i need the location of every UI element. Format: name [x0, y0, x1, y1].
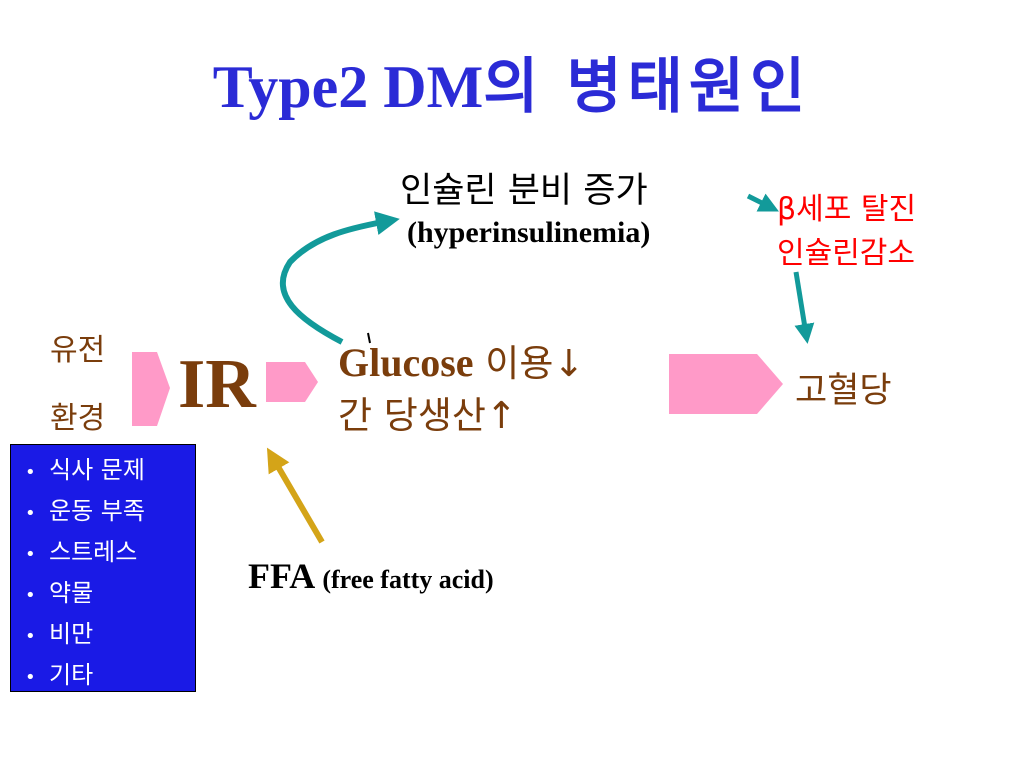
- genetic-label: 유전: [50, 333, 106, 368]
- liver-production-label: 간 당생산↑: [338, 394, 517, 437]
- environment-label: 환경: [50, 401, 106, 436]
- hyperglycemia-label: 고혈당: [795, 371, 892, 411]
- pink-arrow-glucose-to-outcome: [669, 354, 783, 414]
- hyperinsulinemia-label: (hyperinsulinemia): [407, 216, 651, 249]
- glucose-usage-label: Glucose 이용↓: [338, 333, 584, 387]
- environment-factors-box: •식사 문제 •운동 부족 •스트레스 •약물 •비만 •기타: [10, 444, 196, 692]
- pink-arrow-factors-to-ir: [132, 352, 170, 426]
- beta-cell-line2: 인슐린감소: [777, 236, 915, 271]
- insulin-secretion-label: 인슐린 분비 증가: [400, 171, 648, 211]
- list-item: •식사 문제: [25, 456, 145, 484]
- title-part1: Type2 DM의: [212, 54, 539, 120]
- glucose-usage: 이용↓: [473, 342, 585, 385]
- list-item: •운동 부족: [25, 497, 145, 525]
- list-item: •스트레스: [25, 538, 138, 566]
- ffa-main: FFA: [248, 556, 314, 596]
- teal-arrow-to-outcome: [793, 271, 815, 344]
- pink-arrow-ir-to-glucose: [266, 362, 318, 402]
- ffa-sub: (free fatty acid): [322, 565, 494, 594]
- ir-label: IR: [178, 346, 256, 423]
- beta-cell-label: β세포 탈진 인슐린감소: [777, 188, 916, 276]
- beta-cell-line1: β세포 탈진: [777, 192, 917, 227]
- ffa-label: FFA (free fatty acid): [248, 555, 494, 597]
- glucose-word: Glucose: [338, 340, 474, 385]
- environment-factors-list: •식사 문제 •운동 부족 •스트레스 •약물 •비만 •기타: [11, 445, 195, 697]
- teal-arrow-to-beta: [746, 193, 779, 212]
- teal-arrow-to-insulin: [279, 211, 400, 345]
- page-title: Type2 DM의 병태원인: [0, 38, 1024, 125]
- list-item: •약물: [25, 579, 94, 607]
- list-item: •기타: [25, 661, 94, 689]
- gold-arrow-ffa-to-ir: [266, 447, 325, 544]
- title-part2: 병태원인: [566, 54, 812, 120]
- list-item: •비만: [25, 620, 94, 648]
